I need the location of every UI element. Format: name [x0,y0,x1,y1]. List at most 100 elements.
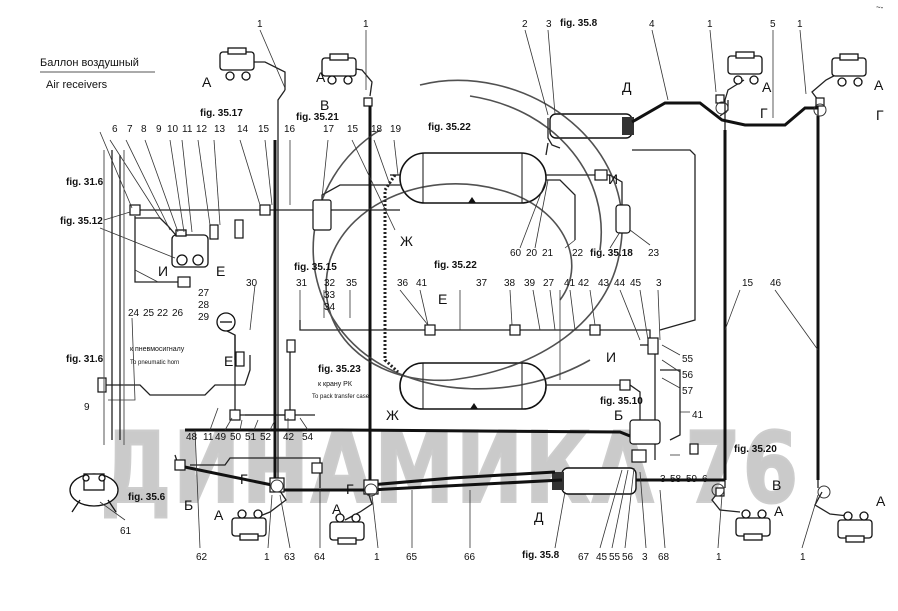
letter-label: А [332,501,342,517]
valve-assembly [171,229,209,268]
letter-label: И [608,171,618,187]
part-number: 1 [800,552,806,563]
letter-label: В [772,477,781,493]
part-number: 4 [649,19,655,30]
letter-label: Е [438,291,447,307]
part-number: 27 [543,278,555,289]
part-number: 15 [258,124,270,135]
part-number: 1 [797,19,803,30]
part-number: 55 [609,552,621,563]
letter-label: Б [614,407,623,423]
part-number: 19 [390,124,402,135]
part-number: 56 [682,370,694,381]
part-number: 44 [614,278,626,289]
letter-label: Ж [400,233,413,249]
figure-ref: fig. 35.22 [428,122,471,133]
letter-label: А [874,77,884,93]
part-number: 42 [283,432,295,443]
letter-label: А [214,507,224,523]
figure-ref: fig. 35.20 [734,444,777,455]
pressure-gauge [216,312,236,332]
part-number: 18 [371,124,383,135]
figure-ref: fig. 35.6 [128,492,166,503]
letter-label: И [158,263,168,279]
part-number: 65 [406,552,418,563]
brake-chamber-bc [329,513,365,545]
part-number: 8 [141,124,147,135]
letter-label: А [762,79,772,95]
brake-chamber-tc [321,53,357,85]
part-number: 63 [284,552,296,563]
part-number: 2 [522,19,528,30]
figure-ref: fig. 35.22 [434,260,477,271]
figure-ref: fig. 35.21 [296,112,339,123]
part-number: 14 [237,124,249,135]
letter-label: Ж [386,407,399,423]
part-number: 13 [214,124,226,135]
letter-label: Г [240,471,248,487]
part-number: 27 [198,288,210,299]
part-number: 67 [578,552,590,563]
left-frame [40,71,155,445]
part-number: 9 [156,124,162,135]
part-number: 3 [546,19,552,30]
part-number: 57 [682,386,694,397]
part-number: 1 [257,19,263,30]
part-number: 62 [196,552,208,563]
letter-label: А [316,69,326,85]
brake-chamber-tl [219,47,255,81]
upper-receiver [399,152,547,204]
part-number: 42 [578,278,590,289]
part-number: 45 [596,552,608,563]
part-number: 41 [416,278,428,289]
note-rk-en: To pack transfer case [312,394,370,400]
part-number: 41 [564,278,576,289]
part-number: 48 [186,432,198,443]
brake-chamber-br2 [837,511,873,543]
brake-chamber-tr1 [727,51,763,85]
figure-ref: fig. 31.6 [66,354,104,365]
letter-label: И [606,349,616,365]
part-number: 22 [157,308,169,319]
dryer-unit-top [549,113,634,139]
part-number: 1 [374,552,380,563]
brake-chamber-br1 [735,509,771,541]
note-pneumo-ru: к пневмосигналу [130,346,185,353]
part-number: 26 [172,308,184,319]
part-number: 21 [542,248,554,259]
part-number: 41 [692,410,704,421]
part-number: 61 [120,526,132,537]
part-number: 51 [245,432,257,443]
part-number: 43 [598,278,610,289]
circle-highlights [270,101,831,499]
figure-ref: fig. 31.6 [66,177,104,188]
text-labels: Баллон воздушный Air receivers к пневмос… [40,3,886,563]
part-number: 5 [770,19,776,30]
dryer-unit-bottom [552,467,637,495]
lower-receiver [399,362,547,410]
part-number: 55 [682,354,694,365]
letter-label: В [320,97,329,113]
brake-chamber-tr2 [831,53,867,87]
note-rk-ru: к крану РК [318,381,353,388]
part-number: 1 [707,19,713,30]
part-number: 32 [324,278,336,289]
part-number: 17 [323,124,335,135]
part-number: 24 [128,308,140,319]
part-number: 64 [314,552,326,563]
letter-label: Д [534,509,544,525]
part-number: 35 [346,278,358,289]
part-number: 16 [284,124,296,135]
part-number: 30 [246,278,258,289]
part-number: 29 [198,312,210,323]
part-number: 37 [476,278,488,289]
header-ru: Баллон воздушный [40,57,139,69]
brake-chamber-bl [231,509,267,541]
part-number: 25 [143,308,155,319]
part-number: 39 [524,278,536,289]
part-number: 20 [526,248,538,259]
part-number: 10 [167,124,179,135]
part-number: 60 [510,248,522,259]
figure-ref: fig. 35.15 [294,262,337,273]
letter-label: А [202,74,212,90]
